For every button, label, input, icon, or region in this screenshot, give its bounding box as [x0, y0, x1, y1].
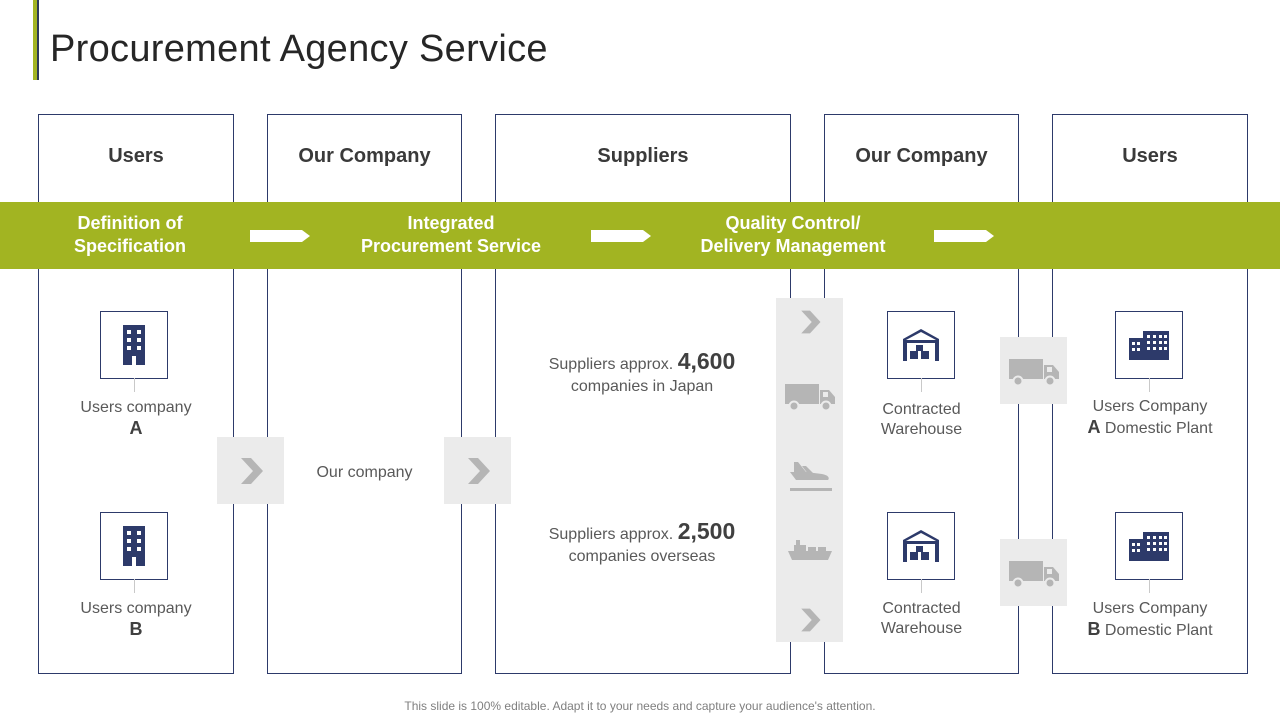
stage-line: Specification: [73, 236, 187, 256]
airplane-icon: [789, 462, 832, 491]
label-text: Contracted: [882, 600, 961, 617]
title-accent-bar: [33, 0, 39, 80]
process-band: Definition of Specification Integrated P…: [0, 202, 1280, 269]
supplier-suffix: companies in Japan: [570, 378, 714, 395]
users-company-b-label: Users company B: [40, 599, 232, 641]
strip-slot: [776, 606, 843, 634]
stage-quality-control: Quality Control/ Delivery Management: [672, 212, 914, 258]
column-header: Suppliers: [597, 145, 689, 167]
label-text: Users Company: [1092, 600, 1208, 617]
transport-strip: [776, 298, 843, 642]
label-suffix: Domestic Plant: [1104, 420, 1213, 437]
label-letter: B: [1087, 619, 1101, 639]
chevron-right-icon: [467, 457, 490, 484]
our-company-label: Our company: [316, 464, 413, 481]
label-text: Users Company: [1092, 398, 1208, 415]
band-arrow-icon: [250, 230, 310, 242]
strip-slot: [776, 538, 843, 564]
warehouse-icon: [903, 530, 939, 562]
users-company-a-plant-icon-box: [1115, 311, 1183, 392]
chevron-right-icon: [240, 457, 263, 484]
stage-line: Definition of: [77, 213, 183, 233]
stage-integrated: Integrated Procurement Service: [340, 212, 562, 258]
column-header: Our Company: [298, 145, 431, 167]
users-company-a-icon-box: [100, 311, 168, 392]
users-company-b-icon-box: [100, 512, 168, 593]
flow-chevron-2: [444, 437, 511, 504]
supplier-prefix: Suppliers approx.: [548, 526, 674, 543]
truck-tile-2: [1000, 539, 1067, 606]
stage-line: Delivery Management: [700, 236, 886, 256]
column-header: Users: [108, 145, 164, 167]
column-header: Our Company: [855, 145, 988, 167]
warehouse-1-label: Contracted Warehouse: [826, 400, 1017, 440]
footer-note: This slide is 100% editable. Adapt it to…: [404, 699, 876, 713]
warehouse-1-icon-box: [887, 311, 955, 392]
stage-definition: Definition of Specification: [40, 212, 220, 258]
stage-line: Procurement Service: [360, 236, 542, 256]
truck-icon: [1008, 560, 1059, 588]
column-our-company-left: Our Company: [267, 114, 462, 674]
truck-icon: [784, 384, 835, 412]
building-icon: [1129, 532, 1169, 561]
column-users-right: Users: [1052, 114, 1248, 674]
label-text: Contracted: [882, 401, 961, 418]
warehouse-icon: [903, 329, 939, 361]
label-text: Warehouse: [880, 421, 963, 438]
warehouse-2-icon-box: [887, 512, 955, 593]
users-company-a-plant-label: Users Company A Domestic Plant: [1054, 397, 1246, 439]
supplier-suffix: companies overseas: [568, 548, 716, 565]
warehouse-2-label: Contracted Warehouse: [826, 599, 1017, 639]
label-text: Users company: [80, 600, 192, 617]
column-header: Users: [1122, 145, 1178, 167]
supplier-prefix: Suppliers approx.: [548, 356, 674, 373]
page-title: Procurement Agency Service: [50, 28, 548, 70]
stage-line: Quality Control/: [725, 213, 861, 233]
flow-chevron-1: [217, 437, 284, 504]
ship-icon: [787, 540, 832, 560]
office-building-icon: [123, 325, 145, 365]
label-text: Warehouse: [880, 620, 963, 637]
label-letter: A: [129, 418, 143, 438]
users-company-b-plant-label: Users Company B Domestic Plant: [1054, 599, 1246, 641]
building-icon: [1129, 331, 1169, 360]
strip-slot: [776, 380, 843, 412]
supplier-count: 4,600: [677, 348, 736, 374]
strip-slot: [776, 458, 843, 494]
users-company-b-plant-icon-box: [1115, 512, 1183, 593]
supplier-count: 2,500: [677, 518, 736, 544]
office-building-icon: [123, 526, 145, 566]
chevron-right-icon: [800, 608, 820, 632]
suppliers-japan: Suppliers approx. 4,600 companies in Jap…: [497, 350, 787, 398]
truck-tile-1: [1000, 337, 1067, 404]
label-letter: B: [129, 619, 143, 639]
truck-icon: [1008, 358, 1059, 386]
label-suffix: Domestic Plant: [1104, 622, 1213, 639]
chevron-right-icon: [800, 310, 820, 334]
suppliers-overseas: Suppliers approx. 2,500 companies overse…: [497, 520, 787, 568]
band-arrow-icon: [934, 230, 994, 242]
label-text: Users company: [80, 399, 192, 416]
label-letter: A: [1087, 417, 1101, 437]
column-users-left: Users: [38, 114, 234, 674]
users-company-a-label: Users company A: [40, 398, 232, 440]
band-arrow-icon: [591, 230, 651, 242]
stage-line: Integrated: [407, 213, 495, 233]
strip-slot: [776, 308, 843, 336]
